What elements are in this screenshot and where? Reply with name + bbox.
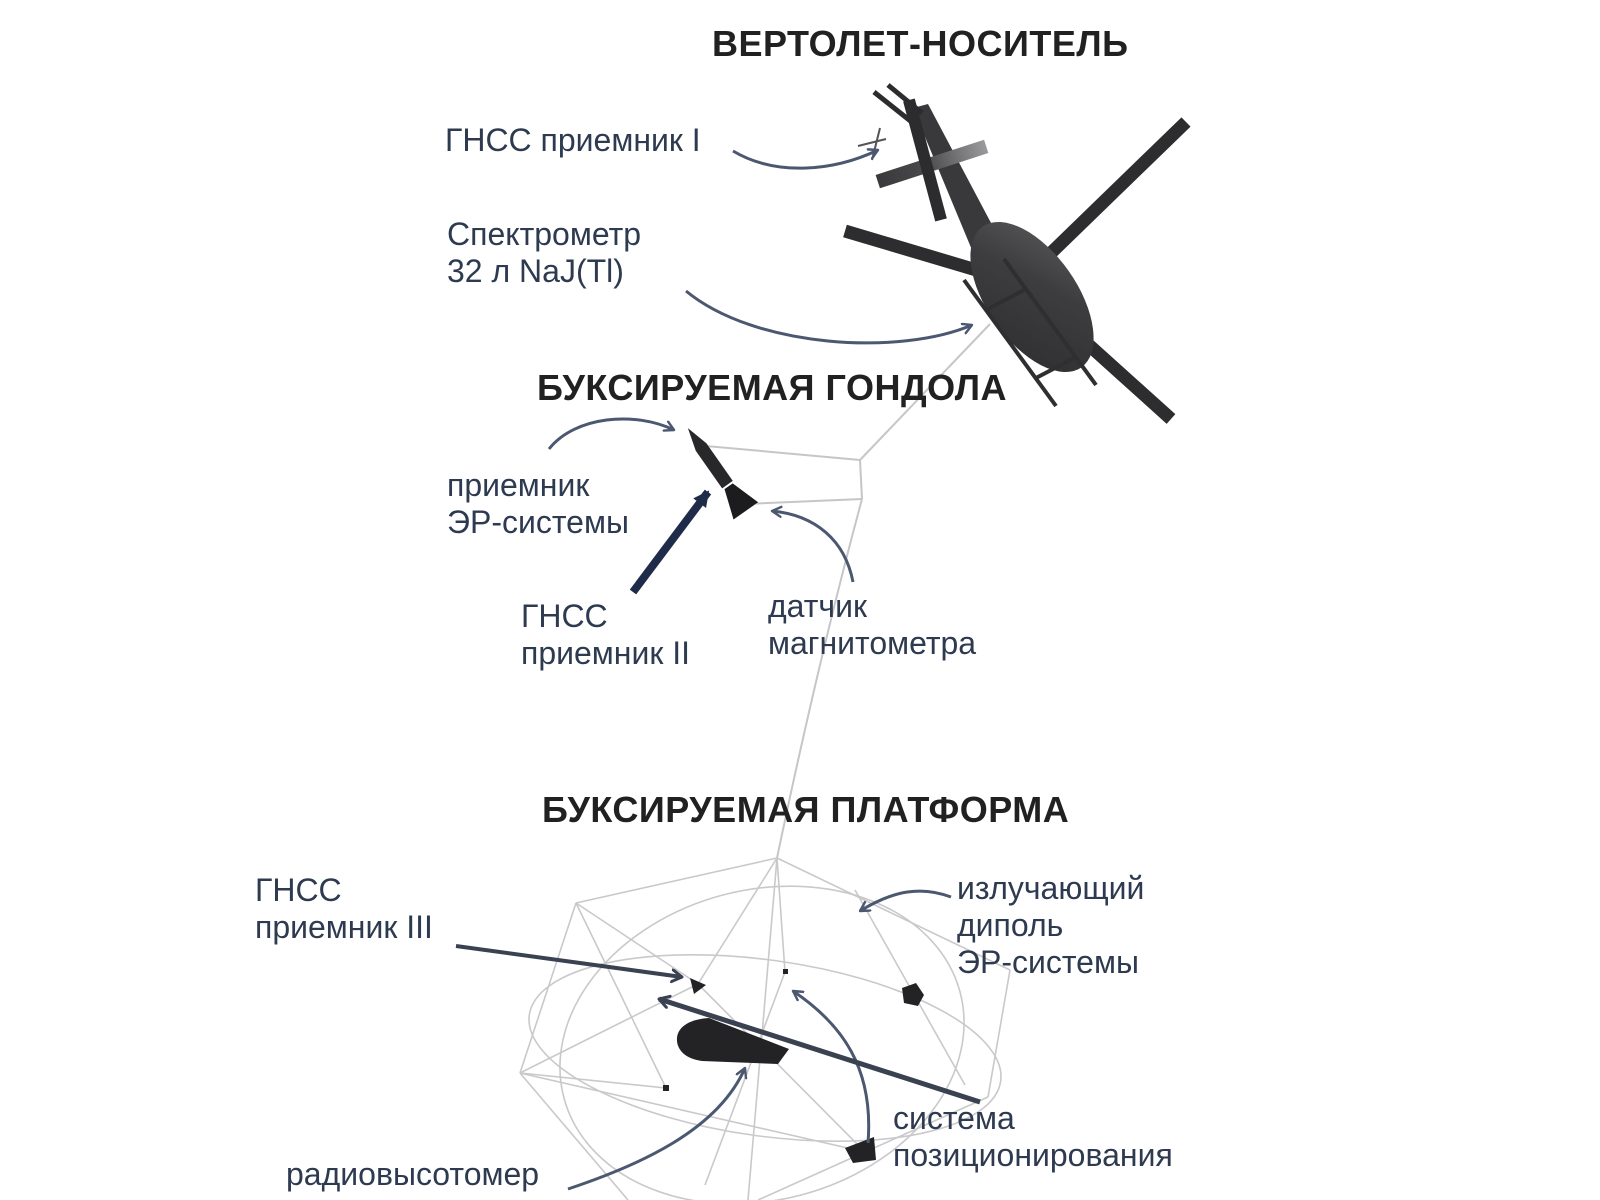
label-line: позиционирования — [893, 1137, 1173, 1173]
label-line: датчик — [768, 588, 867, 624]
gondola-body — [687, 428, 733, 489]
label-gnss-receiver-2: ГНСС приемник II — [521, 598, 690, 672]
frame-line — [575, 902, 667, 1089]
dipole-element — [902, 983, 924, 1006]
label-radiating-dipole: излучающий диполь ЭР-системы — [957, 870, 1144, 981]
gondola-illustration — [687, 428, 759, 520]
landing-skids — [962, 257, 1098, 408]
label-line: ГНСС — [521, 598, 608, 634]
tow-cables — [705, 323, 991, 859]
frame-loop — [528, 953, 1002, 1143]
positioning-curved-arrow — [793, 989, 871, 1144]
section-title-gondola: БУКСИРУЕМАЯ ГОНДОЛА — [537, 367, 1007, 408]
frame-line — [864, 1096, 989, 1153]
frame-node-dot — [663, 1085, 669, 1091]
er-receiver-arrow — [547, 417, 674, 450]
cable-to-gondola-tail — [743, 498, 863, 505]
gnss3-pointer-line — [455, 944, 682, 977]
label-line: магнитометра — [768, 625, 977, 661]
mag-sensor-arrow — [772, 511, 855, 583]
cable-helicopter-to-gondola — [859, 323, 991, 461]
label-line: излучающий — [957, 870, 1145, 906]
frame-line — [776, 857, 786, 973]
section-title-helicopter: ВЕРТОЛЕТ-НОСИТЕЛЬ — [712, 23, 1129, 64]
label-line: ГНСС — [255, 872, 342, 908]
radio-altimeter-arrow — [567, 1068, 745, 1191]
label-line: система — [893, 1100, 1015, 1136]
section-title-platform: БУКСИРУЕМАЯ ПЛАТФОРМА — [542, 789, 1070, 830]
frame-loop — [559, 885, 965, 1200]
frame-line — [697, 983, 866, 1153]
frame-node-dot — [783, 969, 788, 974]
label-line: диполь — [957, 907, 1064, 943]
label-line: Спектрометр — [447, 216, 642, 252]
gnss2-thick-arrow — [629, 489, 712, 595]
frame-line — [697, 857, 778, 985]
frame-line — [757, 1151, 866, 1200]
spectrometer-arrow — [685, 289, 972, 345]
gondola-fin — [724, 483, 759, 520]
sensor-bird-body — [676, 1018, 789, 1064]
label-spectrometer: Спектрометр 32 л NaJ(Tl) — [447, 216, 641, 290]
label-er-receiver: приемник ЭР-системы — [447, 467, 629, 541]
cable-gondola-to-platform — [776, 498, 863, 859]
label-gnss-receiver-3: ГНСС приемник III — [255, 872, 433, 946]
dipole-arrow — [860, 889, 952, 913]
label-line: ЭР-системы — [447, 504, 629, 540]
positioning-pointer-rod — [659, 999, 981, 1105]
frame-line — [519, 1072, 667, 1089]
gnss1-arrow — [732, 150, 878, 170]
label-line: радиовысотомер — [286, 1156, 540, 1192]
annotation-arrows — [547, 150, 972, 1191]
label-line: приемник III — [255, 909, 433, 945]
label-line: ЭР-системы — [957, 944, 1139, 980]
tail-boom — [913, 104, 999, 250]
platform-hardware — [663, 969, 924, 1163]
frame-line — [519, 1072, 629, 1200]
gnss3-antenna-node — [690, 978, 706, 994]
frame-line — [519, 902, 577, 1074]
label-line: 32 л NaJ(Tl) — [447, 253, 624, 289]
frame-line — [519, 1072, 866, 1153]
frame-line — [776, 857, 1011, 971]
label-line: ГНСС приемник I — [445, 122, 701, 158]
label-line: приемник — [447, 467, 590, 503]
label-gnss-receiver-1: ГНСС приемник I — [445, 122, 701, 159]
label-magnetometer-sensor: датчик магнитометра — [768, 588, 976, 662]
positioning-element — [845, 1137, 876, 1163]
helicopter-illustration — [843, 83, 1191, 424]
platform-frame-illustration — [519, 857, 1011, 1200]
frame-line — [519, 983, 699, 1074]
frame-line — [575, 857, 778, 904]
tail-rotor — [875, 98, 989, 222]
frame-line — [987, 969, 1011, 1098]
frame-line — [747, 857, 778, 1200]
cable-to-gondola-nose — [705, 445, 861, 461]
cable-junction — [859, 459, 863, 500]
label-radio-altimeter: радиовысотомер — [286, 1156, 539, 1193]
label-positioning-system: система позиционирования — [893, 1100, 1173, 1174]
label-line: приемник II — [521, 635, 691, 671]
